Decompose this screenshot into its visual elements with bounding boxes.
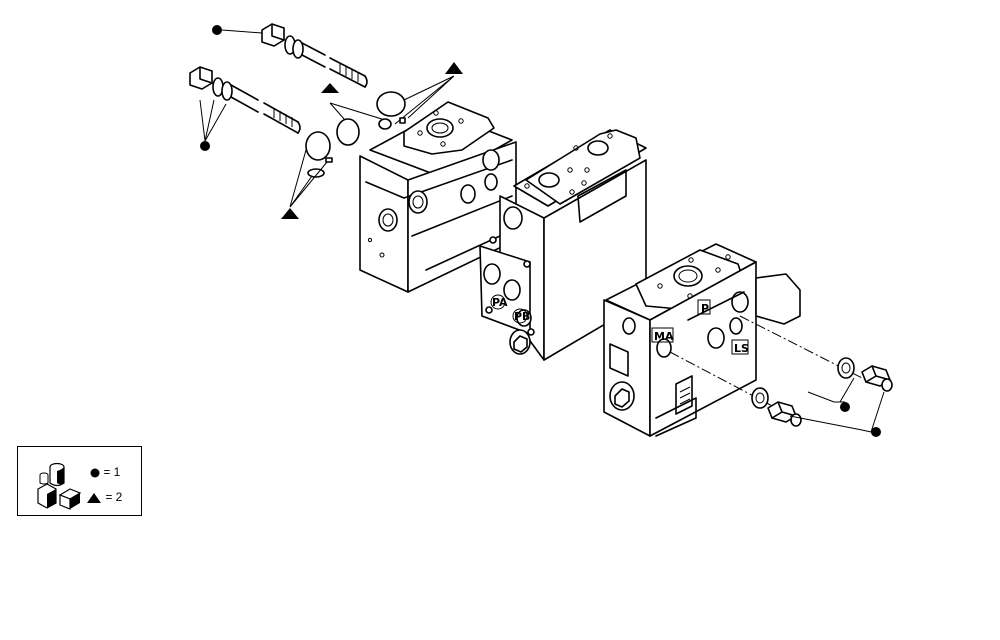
seal-kit-top xyxy=(376,62,463,130)
lower-tie-bolt xyxy=(189,66,301,151)
valve-section-right: MA P LS xyxy=(603,243,801,437)
callout-circle-right-lower xyxy=(871,427,881,437)
kit-parts-icon xyxy=(37,462,82,510)
legend-row-triangle: = 2 xyxy=(86,490,122,504)
plug-set-right xyxy=(669,315,893,437)
filled-triangle-icon xyxy=(87,492,101,503)
legend-circle-value: = 1 xyxy=(103,465,121,479)
seal-kit-left xyxy=(281,83,386,219)
legend-triangle-value: = 2 xyxy=(105,490,123,504)
port-label-ma: MA xyxy=(654,330,674,343)
valve-section-middle: PA PB xyxy=(479,129,647,361)
filled-circle-icon xyxy=(90,468,100,478)
port-label-p: P xyxy=(701,302,709,315)
port-label-pa: PA xyxy=(492,296,508,309)
port-label-ls: LS xyxy=(734,342,749,355)
upper-tie-bolt xyxy=(212,23,368,88)
callout-circle-left xyxy=(200,141,210,151)
legend: = 1 = 2 xyxy=(17,446,142,516)
legend-row-circle: = 1 xyxy=(90,465,120,479)
callout-triangle-lower-left xyxy=(281,208,299,219)
callout-circle-right-upper xyxy=(840,402,850,412)
callout-triangle-upper-left xyxy=(321,83,339,93)
callout-triangle-top xyxy=(445,62,463,74)
valve-section-left xyxy=(359,101,517,293)
callout-circle-top xyxy=(212,25,222,35)
port-label-pb: PB xyxy=(514,310,530,323)
